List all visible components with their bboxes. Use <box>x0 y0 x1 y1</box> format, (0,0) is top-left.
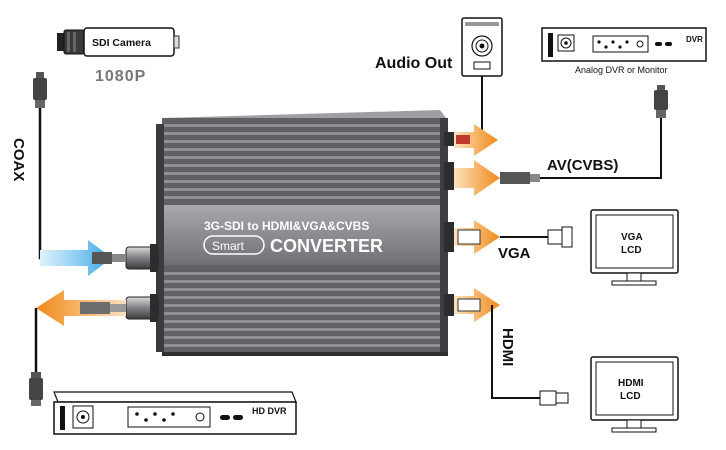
vga-label: VGA <box>498 245 531 262</box>
analog-dvr-badge: DVR <box>686 35 703 44</box>
speaker-icon <box>461 17 503 77</box>
converter-name: CONVERTER <box>270 236 383 256</box>
av-cable <box>540 118 662 179</box>
vga-monitor-line2: LCD <box>621 245 642 256</box>
sdi-camera: SDI Camera <box>57 27 180 57</box>
hdmi-monitor-line1: HDMI <box>618 378 644 389</box>
camera-label: SDI Camera <box>92 37 151 49</box>
hdmi-cable <box>491 305 540 399</box>
av-label: AV(CVBS) <box>547 157 618 174</box>
converter-heatsink-fins <box>162 124 444 347</box>
sdi-loop-out-bnc <box>125 294 159 322</box>
av-bnc-connector <box>500 172 530 184</box>
vga-monitor-line1: VGA <box>621 232 643 243</box>
sdi-input-arrow <box>40 240 112 276</box>
analog-dvr-caption: Analog DVR or Monitor <box>575 65 668 75</box>
vga-monitor <box>590 209 679 286</box>
coax-input-cable <box>38 108 90 260</box>
right-side-ports <box>444 132 454 316</box>
hdmi-label: HDMI <box>499 328 516 366</box>
vga-plug <box>547 226 573 248</box>
hd-dvr-bnc-plug <box>29 372 43 406</box>
input-bnc-plug <box>92 252 112 264</box>
hdmi-monitor-line2: LCD <box>620 391 641 402</box>
analog-dvr-device: DVR <box>541 27 707 62</box>
hdmi-monitor <box>590 356 679 433</box>
smart-badge: Smart <box>203 235 265 255</box>
camera-bnc-plug <box>33 72 47 108</box>
camera-resolution: 1080P <box>95 68 146 85</box>
smart-badge-text: Smart <box>212 239 245 253</box>
loop-out-bnc-plug <box>80 302 110 314</box>
av-out-arrow <box>454 160 500 196</box>
coax-label: COAX <box>10 138 27 181</box>
hd-dvr-device <box>53 391 297 435</box>
audio-out-arrow <box>454 124 498 156</box>
audio-out-label: Audio Out <box>375 55 453 72</box>
av-bnc-plug <box>654 85 668 118</box>
converter-title: 3G-SDI to HDMI&VGA&CVBS <box>204 219 369 233</box>
hdmi-plug <box>539 390 569 406</box>
sdi-input-bnc <box>125 244 159 272</box>
converter-box <box>156 110 448 356</box>
hd-dvr-label: HD DVR <box>252 406 287 416</box>
